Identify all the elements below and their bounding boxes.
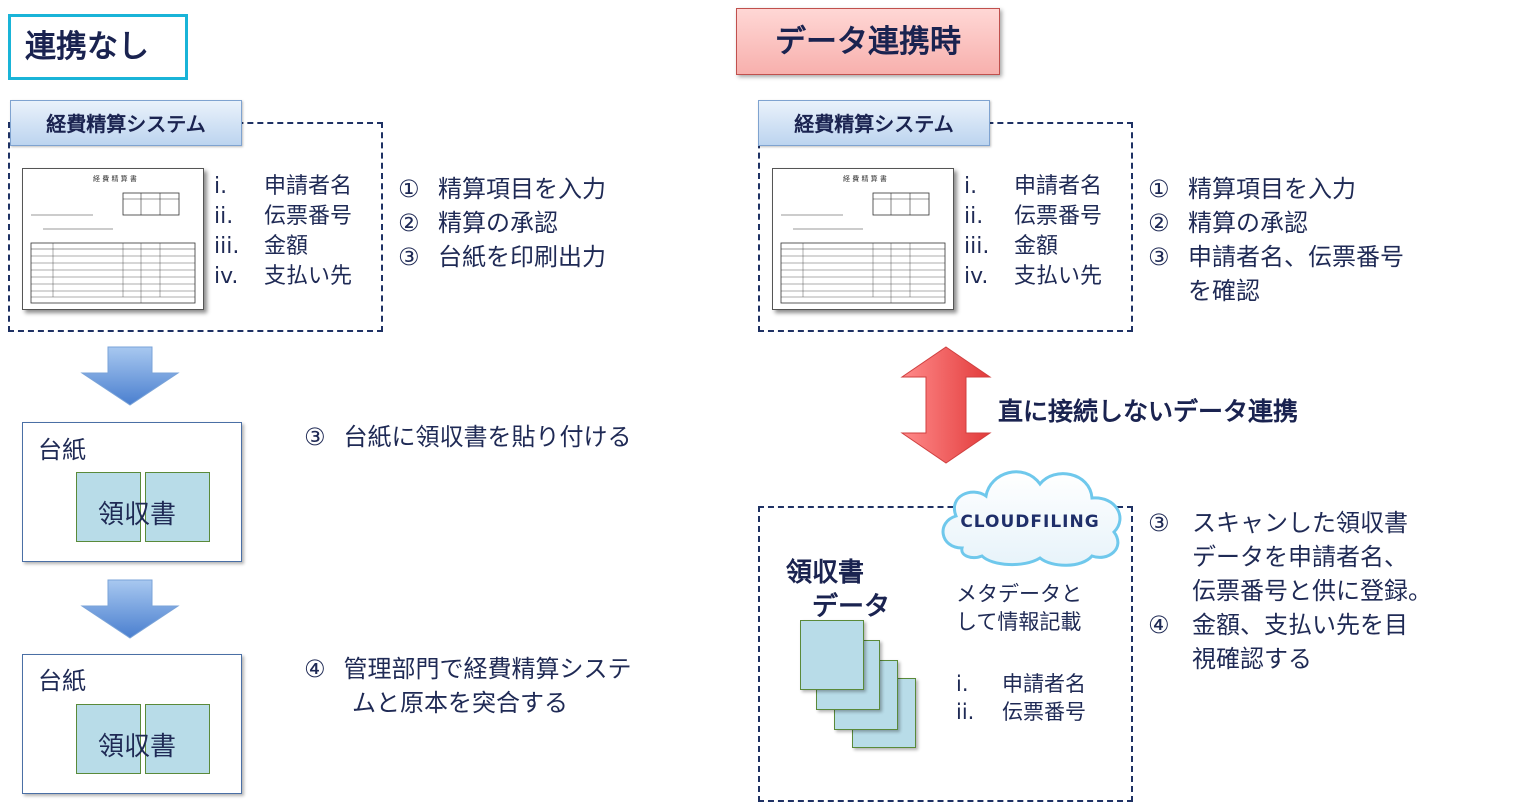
cloud-label: CLOUDFILING bbox=[960, 512, 1100, 532]
left-system-label: 経費精算システム bbox=[10, 100, 242, 146]
connection-label: 直に接続しないデータ連携 bbox=[998, 397, 1299, 426]
down-arrow-icon bbox=[80, 579, 180, 639]
receipt-right bbox=[145, 704, 210, 774]
right-field-list: i.申請者名 ii.伝票番号 iii.金額 iv.支払い先 bbox=[964, 172, 1102, 292]
list-item: ④ 金額、支払い先を目 視確認する bbox=[1148, 611, 1408, 673]
list-item: iv.支払い先 bbox=[214, 264, 353, 289]
svg-text:経 費 精 算 書: 経 費 精 算 書 bbox=[843, 174, 887, 183]
receipt-data-line1: 領収書 bbox=[786, 558, 865, 588]
daishi-label: 台紙 bbox=[38, 436, 86, 464]
list-item: i.申請者名 bbox=[964, 174, 1103, 199]
receipt-right bbox=[145, 472, 210, 542]
cloud-icon bbox=[941, 470, 1122, 567]
receipt-data-doc bbox=[800, 620, 864, 690]
receipt-left bbox=[76, 472, 141, 542]
receipt-label: 領収書 bbox=[98, 500, 177, 530]
double-arrow-icon bbox=[900, 346, 992, 464]
right-system-label: 経費精算システム bbox=[758, 100, 990, 146]
left-expense-form-image: 経 費 精 算 書 bbox=[22, 168, 204, 310]
list-item: i.申請者名 bbox=[214, 174, 353, 199]
list-item: ii.伝票番号 bbox=[956, 700, 1086, 724]
list-item: を確認 bbox=[1188, 277, 1260, 305]
list-item: i.申請者名 bbox=[956, 672, 1086, 696]
list-item: iii.金額 bbox=[964, 234, 1059, 259]
list-item: iii.金額 bbox=[214, 234, 309, 259]
cloud-storage-box bbox=[758, 506, 1133, 802]
cloud-step-list: ③ スキャンした領収書 データを申請者名、 伝票番号と供に登録。 ④ 金額、支払… bbox=[1148, 506, 1432, 676]
receipt-left bbox=[76, 704, 141, 774]
daishi-label: 台紙 bbox=[38, 667, 86, 695]
down-arrow-icon bbox=[80, 346, 180, 406]
list-item: ii.伝票番号 bbox=[964, 204, 1103, 229]
list-item: ii.伝票番号 bbox=[214, 204, 353, 229]
left-title: 連携なし bbox=[8, 14, 188, 80]
receipt-data-line2: データ bbox=[812, 592, 891, 622]
receipt-label: 領収書 bbox=[98, 732, 177, 762]
svg-text:経 費 精 算 書: 経 費 精 算 書 bbox=[93, 174, 137, 183]
list-item: iv.支払い先 bbox=[964, 264, 1103, 289]
metadata-field-list: i.申請者名 ii.伝票番号 bbox=[956, 670, 1086, 726]
metadata-note: メタデータと して情報記載 bbox=[956, 582, 1082, 634]
list-item: ③ スキャンした領収書 データを申請者名、 伝票番号と供に登録。 bbox=[1148, 509, 1432, 605]
right-title: データ連携時 bbox=[736, 8, 1000, 75]
right-expense-form-image: 経 費 精 算 書 bbox=[772, 168, 954, 310]
left-field-list: i.申請者名 ii.伝票番号 iii.金額 iv.支払い先 bbox=[214, 172, 352, 292]
